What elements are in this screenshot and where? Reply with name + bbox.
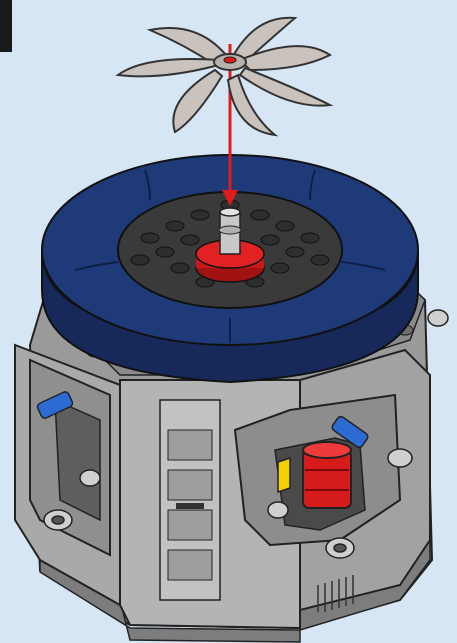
yellow-element (278, 458, 290, 492)
fan-propeller (118, 18, 330, 135)
light-gray-axle (219, 208, 241, 254)
red-motor-cylinder (303, 442, 351, 508)
